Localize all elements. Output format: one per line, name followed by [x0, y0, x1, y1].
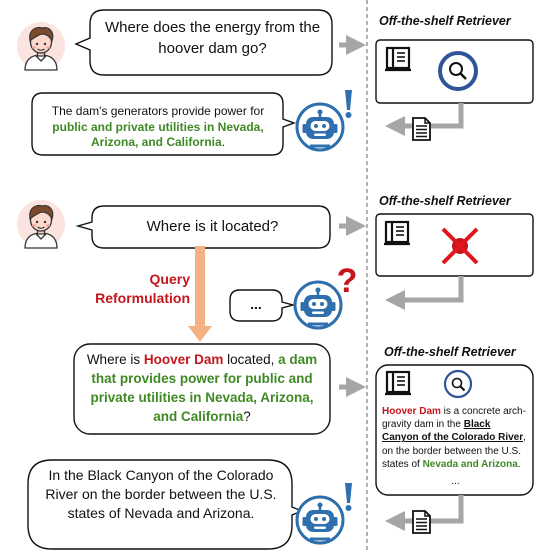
exclamation-icon: [345, 483, 352, 503]
document-icon: [412, 510, 431, 534]
document-icon: [412, 117, 431, 141]
reformulated-suffix: ?: [243, 409, 251, 424]
user-question-1: Where does the energy from the hoover da…: [104, 19, 321, 57]
chatbot-icon: [293, 280, 343, 330]
passage-states: Nevada and Arizona: [422, 458, 518, 470]
answer-prefix: The dam's generators provide power for: [51, 104, 265, 118]
query-reformulation-label-2: Reformulation: [95, 290, 190, 306]
passage-text-3: .: [517, 458, 521, 470]
retriever-box-3: [375, 364, 534, 496]
user-avatar-icon: [16, 21, 66, 71]
cross-icon: [441, 227, 479, 265]
retriever-title-2: Off-the-shelf Retriever: [379, 194, 511, 208]
passage-text-2: , on the border between the U.S. states …: [382, 432, 526, 470]
answer-suffix: .: [221, 135, 226, 149]
book-icon: [383, 46, 413, 72]
query-reformulation-arrow: [195, 246, 205, 326]
user-question-2: Where is it located?: [146, 218, 279, 235]
bot-answer-3: In the Black Canyon of the Colorado Rive…: [45, 467, 277, 521]
reformulated-query: Where is Hoover Dam located, a dam that …: [80, 350, 324, 426]
user-question-bubble-2: [75, 205, 331, 249]
arrow-from-retriever-2: [385, 276, 464, 310]
passage-ellipsis: ...: [451, 476, 460, 487]
retriever-title-1: Off-the-shelf Retriever: [379, 14, 511, 28]
book-icon: [383, 370, 413, 396]
user-avatar-icon: [16, 199, 66, 249]
book-icon: [382, 220, 412, 246]
query-reformulation-label-1: Query: [149, 271, 190, 287]
bot-answer-bubble-3: [27, 459, 304, 550]
retriever-title-3: Off-the-shelf Retriever: [384, 345, 516, 359]
passage-location: Black Canyon of the Colorado River: [382, 419, 524, 444]
passage-entity: Hoover Dam: [382, 406, 441, 417]
exclamation-icon: [345, 90, 352, 110]
bot-reply-bubble-2: [229, 289, 296, 322]
reformulated-entity: Hoover Dam: [143, 352, 224, 367]
reformulated-middle: located,: [223, 352, 279, 367]
bot-reply-2: ...: [250, 296, 262, 312]
passage-text-1: is a concrete arch-gravity dam in the: [382, 406, 526, 431]
bot-answer-1: The dam's generators provide power for p…: [40, 104, 276, 151]
reformulated-context: a dam that provides power for public and…: [90, 352, 318, 424]
user-question-bubble-1: [74, 9, 333, 76]
chatbot-icon: [295, 495, 345, 545]
magnifier-icon: [438, 51, 478, 91]
reformulated-prefix: Where is: [86, 352, 144, 367]
retrieved-passage: Hoover Dam is a concrete arch-gravity da…: [382, 405, 529, 471]
chatbot-icon: [295, 102, 345, 152]
answer-highlight: public and private utilities in Nevada, …: [52, 119, 264, 150]
magnifier-icon: [443, 369, 473, 399]
question-mark-icon: ?: [337, 262, 358, 300]
bot-answer-bubble-1: [31, 92, 297, 156]
reformulated-query-bubble: [73, 343, 331, 435]
